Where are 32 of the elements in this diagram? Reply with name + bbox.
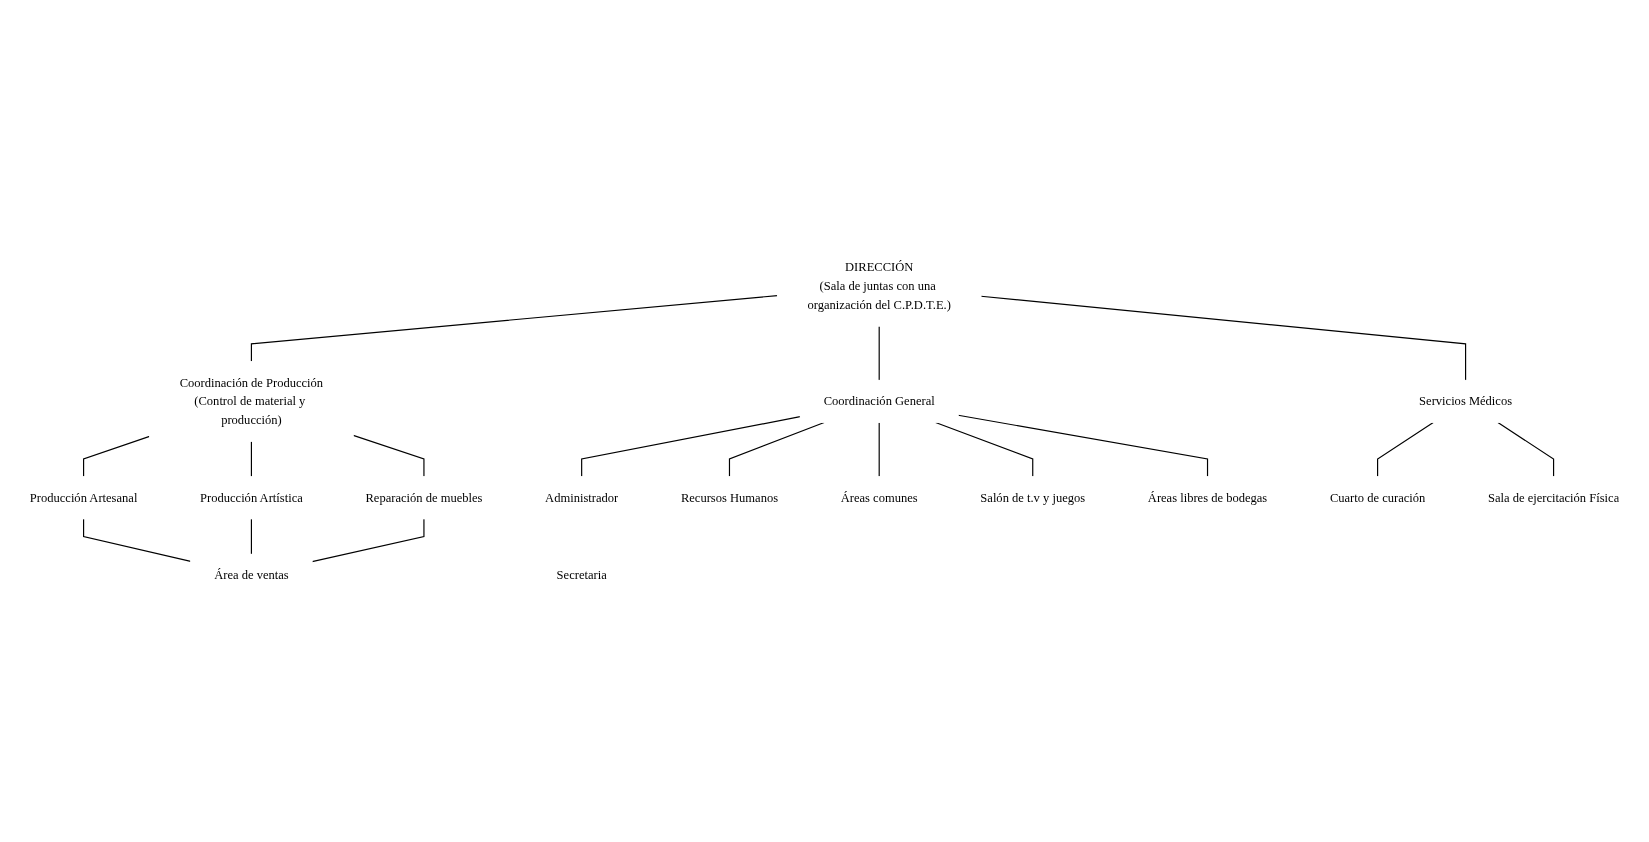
connector [980,295,1467,381]
node-text: Servicios Médicos [1419,393,1513,408]
connector [250,517,252,555]
connector [250,294,778,362]
connector [250,440,252,477]
node-text: Salón de t.v y juegos [980,490,1086,504]
node-text: Coordinación de Producción (Control de material y producción) [179,375,324,427]
node-text: Administrador [545,490,619,504]
node-text: Áreas libres de bodegas [1147,490,1268,504]
node-text: Producción Artesanal [29,490,138,504]
node-text: Cuarto de curación [1329,490,1426,504]
node-text: Recursos Humanos [680,490,779,504]
node-text: DIRECCIÓN (Sala de juntas con una organización del C.P.D.T.E.) [807,259,951,311]
connector [935,421,1034,477]
connector [878,421,880,477]
node-text: Reparación de muebles [365,490,483,504]
connector [311,517,425,562]
connector [1377,421,1434,477]
node-text: Secretaria [556,567,607,582]
node-text: Área de ventas [214,567,289,582]
node-text: Sala de ejercitación Física [1487,490,1620,504]
node-text: Áreas comunes [840,490,918,504]
node-text: Producción Artística [200,490,303,504]
node-text: Coordinación General [823,393,935,408]
connector [728,421,825,477]
connector [957,414,1209,477]
connector [83,517,192,562]
connector [1497,421,1555,477]
connector [878,325,880,381]
connector [581,415,801,477]
connector [352,434,425,477]
connector [83,435,151,477]
